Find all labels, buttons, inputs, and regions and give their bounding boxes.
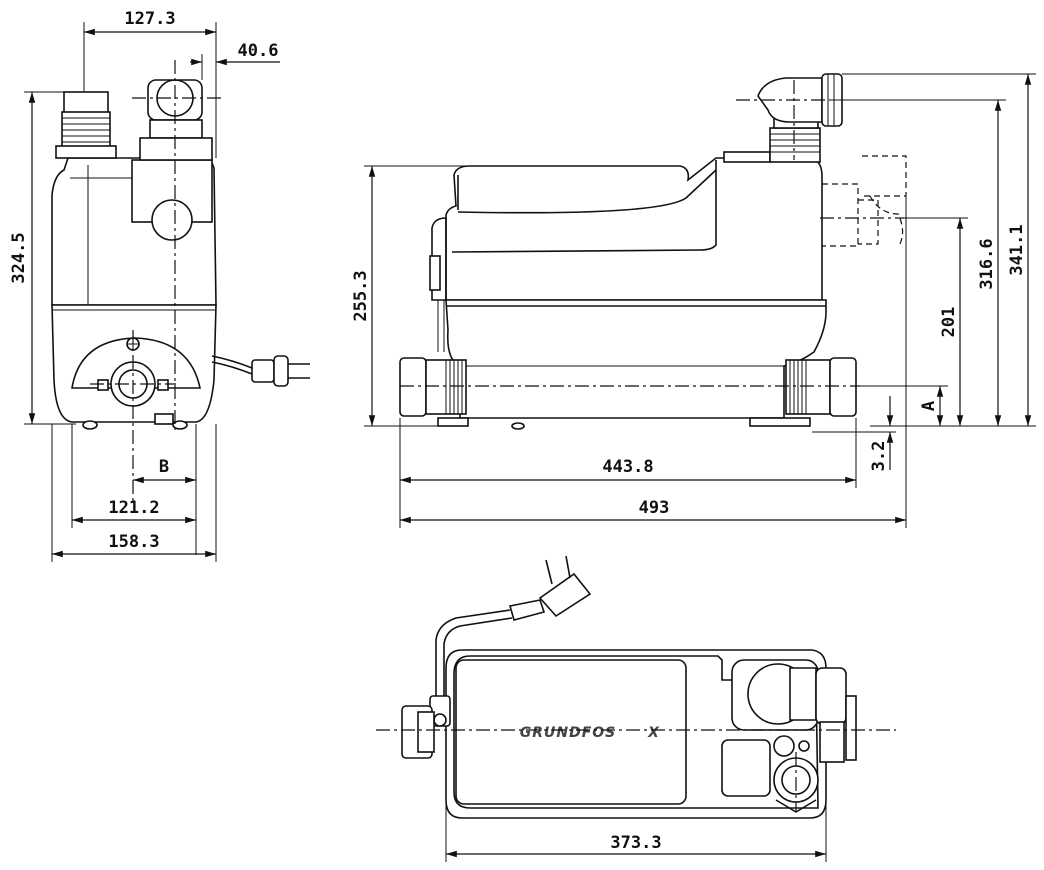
dim-front-base-width: 121.2	[108, 498, 159, 518]
front-inlet-pipe	[55, 91, 117, 159]
dim-top-length: 373.3	[610, 833, 661, 853]
side-left-inlet	[399, 357, 467, 417]
dim-side-inlet-span: 443.8	[602, 457, 653, 477]
front-outlet-pipe	[139, 79, 213, 161]
side-dimensions: 255.3 341.1 316.6 201 A 3.2 443.8 493	[351, 73, 1036, 528]
brand-mark: X	[647, 725, 660, 741]
dim-front-height: 324.5	[9, 232, 29, 283]
dim-side-total-height: 341.1	[1007, 224, 1027, 275]
dim-side-body-height: 255.3	[351, 270, 371, 321]
side-top-cover	[445, 157, 823, 301]
side-view	[399, 73, 907, 430]
dim-side-total-length: 493	[639, 498, 670, 518]
side-alt-outlet-hidden	[822, 155, 907, 247]
dim-side-foot: 3.2	[869, 441, 889, 472]
dim-side-inlet-height: 201	[939, 307, 959, 338]
dim-side-outlet-height: 316.6	[977, 238, 997, 289]
top-view: GRUNDFOS X	[376, 555, 896, 819]
top-right-ports	[721, 659, 857, 813]
top-lid	[455, 659, 687, 805]
front-dimensions: 127.3 40.6 324.5 B 121.2 158.3	[9, 9, 280, 562]
dim-side-a: A	[919, 401, 939, 411]
dim-front-top-width: 127.3	[124, 9, 175, 29]
dim-front-total-width: 158.3	[108, 532, 159, 552]
side-outlet-pipe	[723, 73, 843, 163]
front-view	[51, 60, 310, 505]
side-right-inlet	[785, 357, 857, 417]
top-power-cable	[429, 555, 592, 727]
brand-logo: GRUNDFOS	[520, 725, 617, 741]
front-power-plug	[211, 355, 310, 387]
dim-front-b: B	[159, 457, 169, 477]
side-lower-tank	[445, 299, 827, 419]
top-dimensions: 373.3	[445, 800, 827, 862]
dim-front-offset: 40.6	[238, 41, 279, 61]
